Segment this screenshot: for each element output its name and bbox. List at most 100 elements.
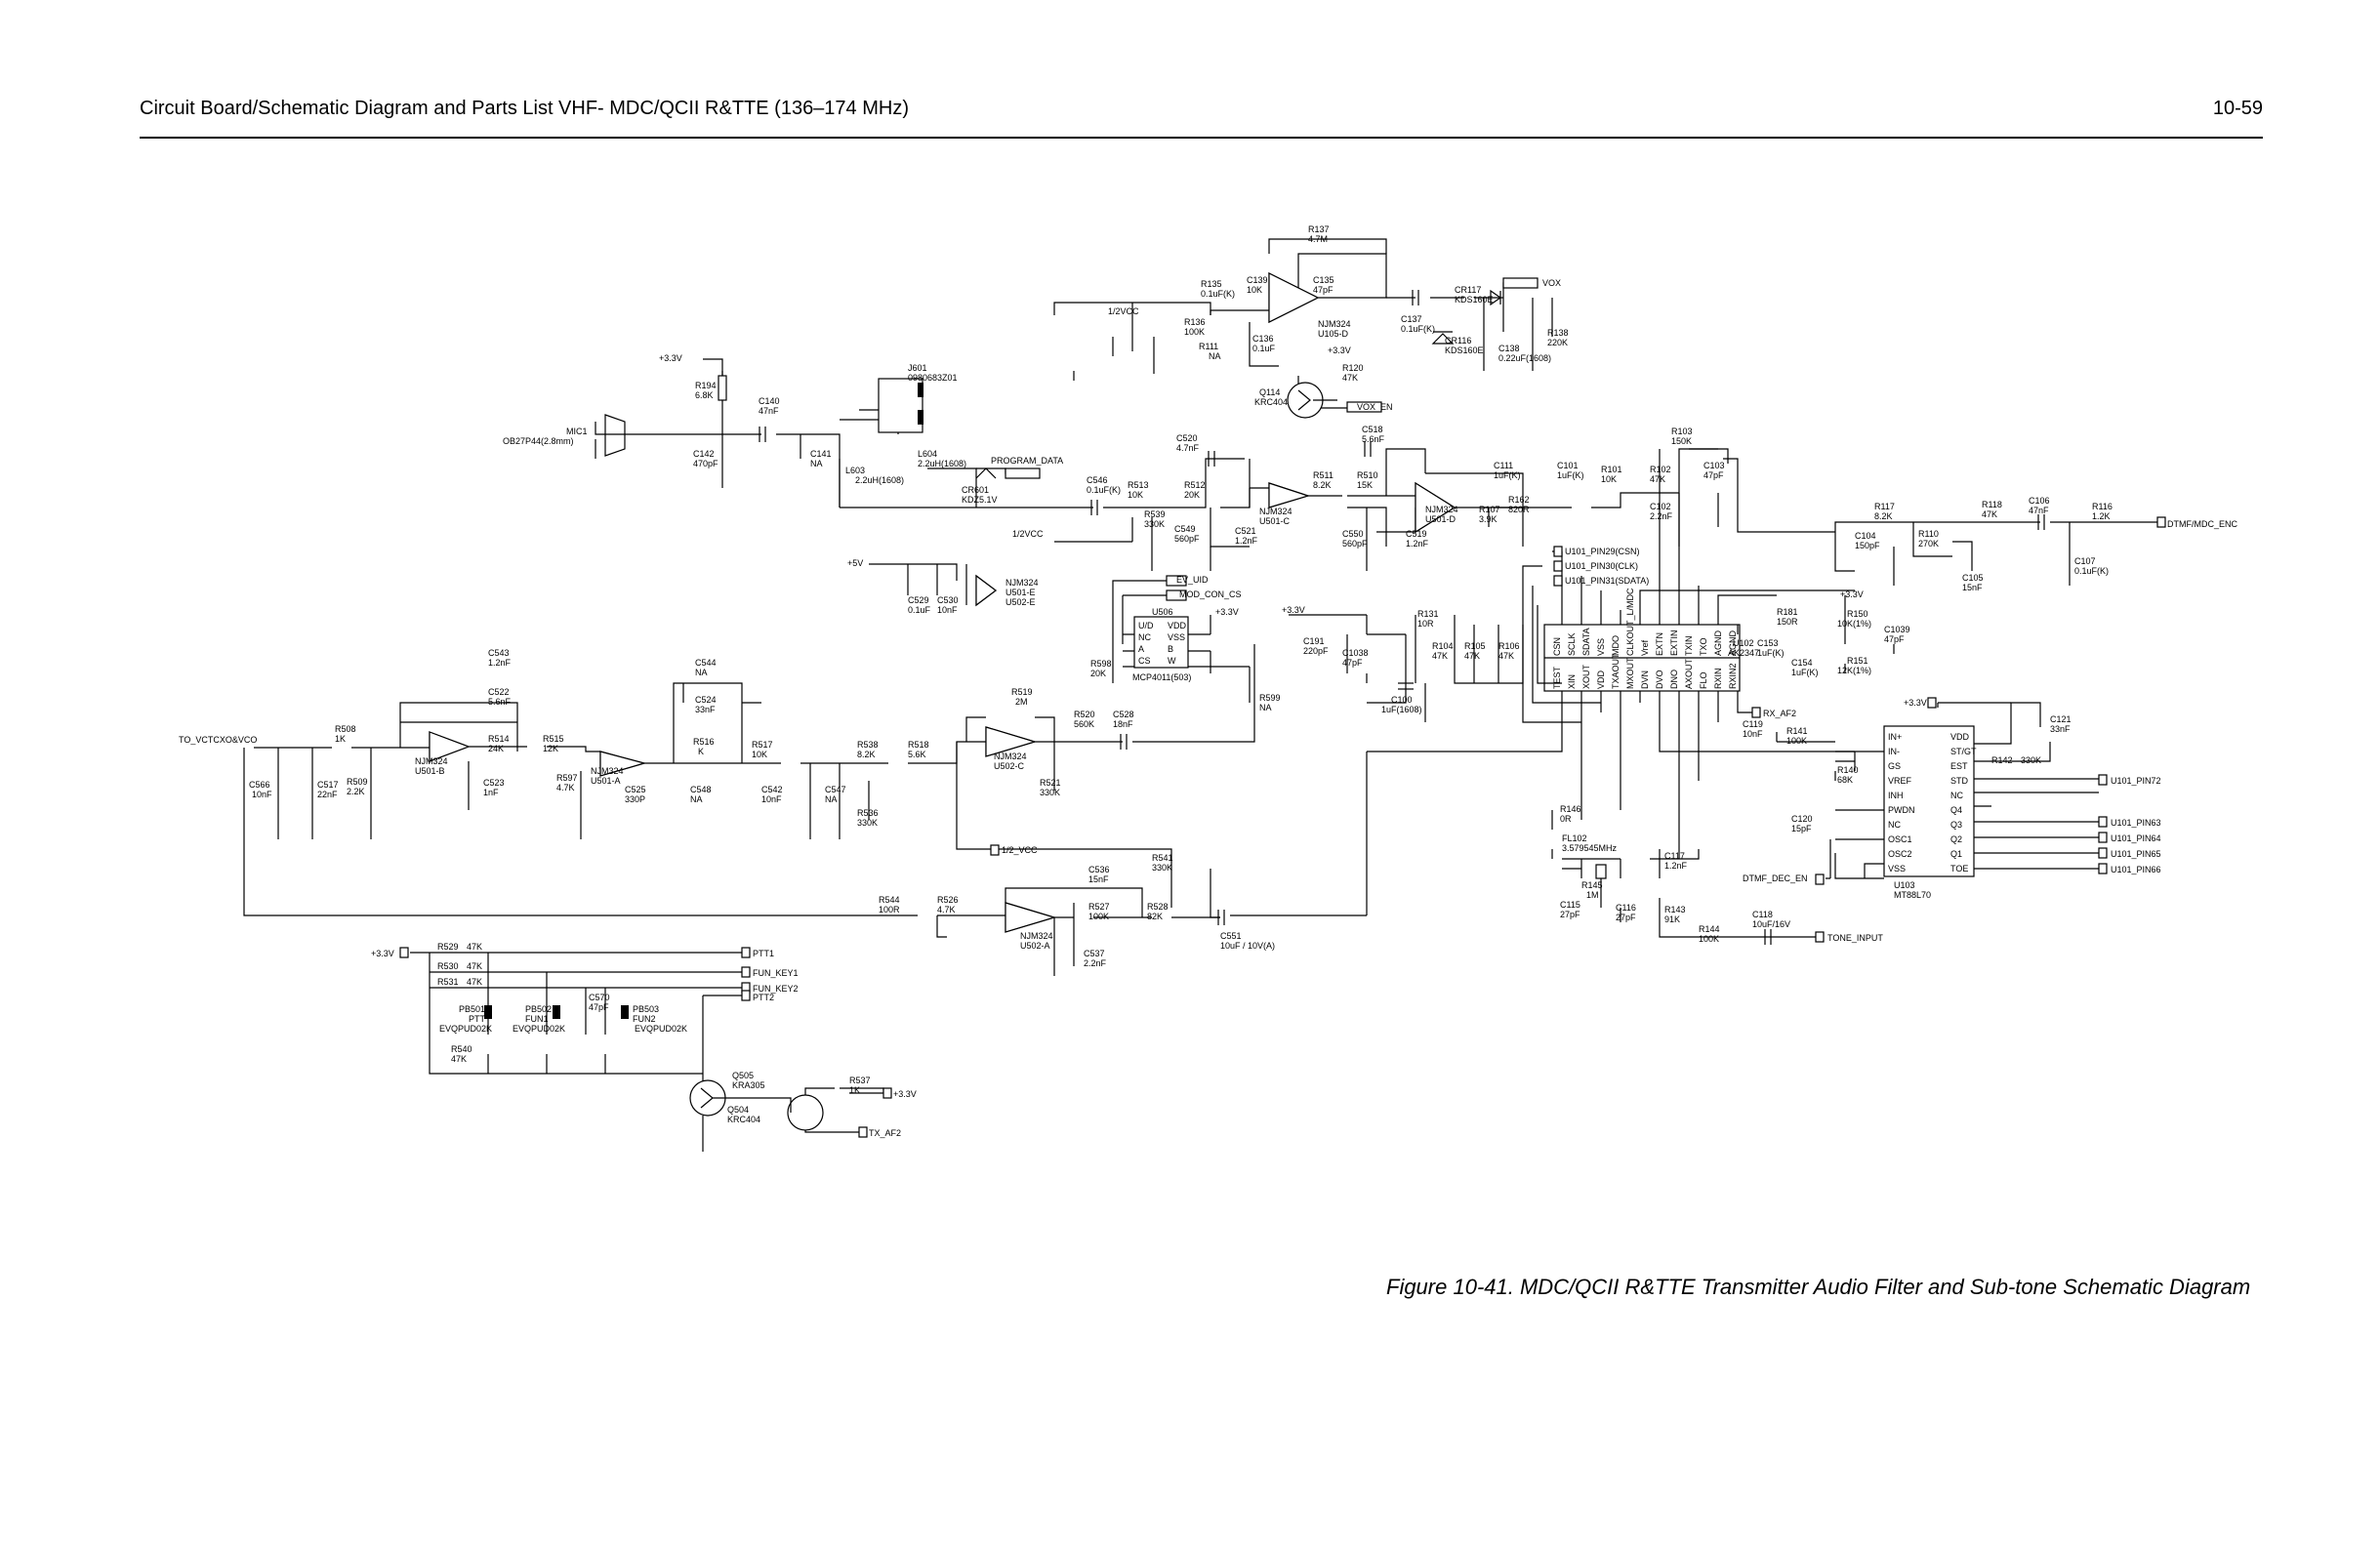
r138-label: R138 bbox=[1547, 328, 1569, 338]
c107-value: 0.1uF(K) bbox=[2074, 566, 2109, 576]
r544-label: R544 bbox=[879, 895, 900, 905]
c570-value: 47pF bbox=[589, 1002, 609, 1012]
u103-pin-label: Q4 bbox=[1950, 805, 1962, 815]
u101-pin64-net: U101_PIN64 bbox=[2111, 833, 2161, 843]
u103-pin-label: Q3 bbox=[1950, 820, 1962, 830]
c140-value: 47nF bbox=[759, 406, 779, 416]
rx-af2-net: RX_AF2 bbox=[1763, 709, 1796, 718]
u502c-part: NJM324 bbox=[994, 752, 1027, 761]
r597-value: 4.7K bbox=[556, 783, 575, 792]
u102-pin-label: TXAOUT bbox=[1611, 653, 1621, 689]
c191-value: 220pF bbox=[1303, 646, 1329, 656]
pb503-name: FUN2 bbox=[633, 1014, 656, 1024]
u102-pin-label: CSN bbox=[1552, 637, 1562, 656]
bus-wires bbox=[1230, 565, 1601, 916]
page-number: 10-59 bbox=[2212, 98, 2263, 119]
u102-pin-label: XIN bbox=[1567, 674, 1577, 689]
u103-pin-label: IN+ bbox=[1888, 732, 1902, 742]
r598-label: R598 bbox=[1090, 659, 1112, 669]
u501a-part: NJM324 bbox=[591, 766, 624, 776]
cr601-value: KDZ5.1V bbox=[962, 495, 998, 505]
r105-value: 47K bbox=[1464, 651, 1480, 661]
c546-value: 0.1uF(K) bbox=[1087, 485, 1121, 495]
u502a-part: NJM324 bbox=[1020, 931, 1053, 941]
r597-label: R597 bbox=[556, 773, 578, 783]
c537-value: 2.2nF bbox=[1084, 958, 1107, 968]
r541-value: 330K bbox=[1152, 863, 1172, 873]
r110-value: 270K bbox=[1918, 539, 1939, 549]
vox-net: VOX bbox=[1542, 278, 1561, 288]
c118-value: 10uF/16V bbox=[1752, 919, 1790, 929]
r103-label: R103 bbox=[1671, 427, 1693, 436]
c517-label: C517 bbox=[317, 780, 339, 790]
u102-pin-label: MXOUT bbox=[1625, 657, 1635, 689]
u101-pin31-net: U101_PIN31(SDATA) bbox=[1565, 576, 1649, 586]
u501c-ref: U501-C bbox=[1259, 516, 1291, 526]
c529-value: 0.1uF bbox=[908, 605, 931, 615]
r529-label: R529 bbox=[437, 942, 459, 952]
r102-value: 47K bbox=[1650, 474, 1665, 484]
u506-pin-label: U/D bbox=[1138, 621, 1154, 630]
c530-label: C530 bbox=[937, 595, 959, 605]
r598-value: 20K bbox=[1090, 669, 1106, 678]
cr116-value: KDS160E bbox=[1445, 345, 1484, 355]
c136-value: 0.1uF bbox=[1252, 344, 1276, 353]
l604-label: L604 bbox=[918, 449, 937, 459]
pb501-label: PB501 bbox=[459, 1004, 485, 1014]
c542-value: 10nF bbox=[761, 794, 782, 804]
r131-value: 10R bbox=[1417, 619, 1434, 629]
r110-label: R110 bbox=[1918, 529, 1939, 539]
c549-value: 560pF bbox=[1174, 534, 1200, 544]
c153-value: 1uF(K) bbox=[1757, 648, 1785, 658]
r517-label: R517 bbox=[752, 740, 773, 750]
mic-input-section: +3.3V R194 6.8K C140 47nF MIC1 OB27P44(2… bbox=[503, 353, 1064, 508]
u506-part: MCP4011(503) bbox=[1132, 672, 1191, 682]
mdc-enc-output-section: R117 8.2K R118 47K C106 47nF R116 1.2K D… bbox=[1737, 493, 2237, 677]
ptt-keys-section: +3.3V R529 47K R530 47K R531 47K PTT1 FU… bbox=[371, 942, 917, 1152]
c139-label: C139 bbox=[1247, 275, 1268, 285]
u103-pin-label: STD bbox=[1950, 776, 1969, 786]
r144-label: R144 bbox=[1699, 924, 1720, 934]
r531-label: R531 bbox=[437, 977, 459, 987]
u102-pin-label: TXIN bbox=[1684, 635, 1694, 656]
c523-value: 1nF bbox=[483, 788, 499, 797]
u102-pin-label: XOUT bbox=[1581, 664, 1591, 689]
c142-label: C142 bbox=[693, 449, 715, 459]
program-data-net: PROGRAM_DATA bbox=[991, 456, 1063, 466]
pb503-label: PB503 bbox=[633, 1004, 659, 1014]
u101-pin29-net: U101_PIN29(CSN) bbox=[1565, 547, 1640, 556]
r136-value: 100K bbox=[1184, 327, 1205, 337]
r512-value: 20K bbox=[1184, 490, 1200, 500]
u101-pin65-net: U101_PIN65 bbox=[2111, 849, 2161, 859]
c136-label: C136 bbox=[1252, 334, 1274, 344]
r538-value: 8.2K bbox=[857, 750, 876, 759]
u102-pin-label: RXIN bbox=[1713, 668, 1723, 689]
u103-pin-label: PWDN bbox=[1888, 805, 1915, 815]
r116-value: 1.2K bbox=[2092, 511, 2111, 521]
pb501-value: EVQPUD02K bbox=[439, 1024, 492, 1034]
r521-label: R521 bbox=[1040, 778, 1061, 788]
c547-label: C547 bbox=[825, 785, 846, 794]
q505-label: Q505 bbox=[732, 1071, 754, 1080]
r513-value: 10K bbox=[1128, 490, 1143, 500]
u103-ref: U103 bbox=[1894, 880, 1915, 890]
u506-pin-label: VSS bbox=[1168, 632, 1185, 642]
u102-pin-label: VSS bbox=[1596, 638, 1606, 656]
c528-label: C528 bbox=[1113, 710, 1134, 719]
u103-pin-label: VDD bbox=[1950, 732, 1970, 742]
c544-label: C544 bbox=[695, 658, 717, 668]
r536-value: 330K bbox=[857, 818, 878, 828]
c119-value: 10nF bbox=[1743, 729, 1763, 739]
r540-value: 47K bbox=[451, 1054, 467, 1064]
c548-value: NA bbox=[690, 794, 703, 804]
q505-value: KRA305 bbox=[732, 1080, 765, 1090]
c524-label: C524 bbox=[695, 695, 717, 705]
r140-value: 68K bbox=[1837, 775, 1853, 785]
r105-label: R105 bbox=[1464, 641, 1486, 651]
u506-pin-label: B bbox=[1168, 644, 1173, 654]
r142-label: R142 bbox=[1991, 755, 2013, 765]
c551-value: 10uF / 10V(A) bbox=[1220, 941, 1275, 951]
u506-pin-label: W bbox=[1168, 656, 1176, 666]
c525-label: C525 bbox=[625, 785, 646, 794]
